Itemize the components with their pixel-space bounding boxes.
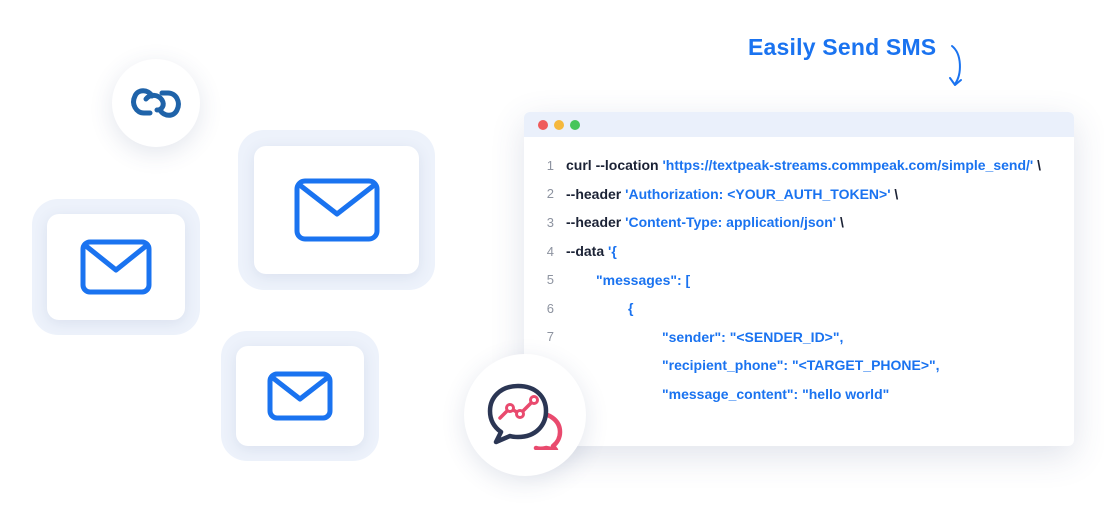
code-content: "messages": [ [566, 272, 690, 288]
line-number: 5 [546, 272, 554, 288]
line-number: 4 [546, 243, 554, 259]
code-line: 5 "messages": [ [524, 265, 1074, 294]
code-content: --header 'Content-Type: application/json… [566, 214, 844, 230]
code-line: 8"recipient_phone": "<TARGET_PHONE>", [524, 351, 1074, 380]
headline: Easily Send SMS [748, 34, 937, 60]
line-number: 3 [546, 214, 554, 230]
code-string: "message_content": "hello world" [662, 386, 890, 403]
curved-arrow-icon [949, 45, 962, 86]
code-content: curl --location 'https://textpeak-stream… [566, 157, 1041, 173]
window-maximize-dot [570, 119, 580, 130]
envelope-card-top [238, 130, 435, 290]
chain-link-icon [131, 88, 181, 118]
line-number: 1 [546, 157, 554, 173]
code-content: "message_content": "hello world" [566, 386, 889, 402]
chat-analytics-icon [487, 383, 563, 450]
line-number: 6 [546, 300, 554, 316]
code-content: { [566, 300, 633, 316]
code-string: 'Authorization: <YOUR_AUTH_TOKEN>' [625, 185, 891, 202]
line-number: 2 [546, 186, 554, 202]
code-line: 6{ [524, 294, 1074, 323]
code-keyword: \ [890, 185, 899, 202]
code-keyword: \ [836, 214, 844, 231]
window-close-dot [538, 119, 548, 130]
code-line: 4 --data '{ [524, 237, 1074, 266]
envelope-card-bottom [221, 331, 379, 461]
code-line: 7 "sender": "<SENDER_ID>", [524, 323, 1074, 352]
code-content: --data '{ [566, 243, 617, 259]
envelope-icon [267, 371, 333, 421]
code-keyword: --header [566, 214, 626, 231]
link-badge [112, 59, 200, 147]
envelope-card-left [32, 199, 200, 335]
window-minimize-dot [554, 119, 564, 130]
envelope-icon [80, 239, 152, 295]
code-string: 'Content-Type: application/json' [625, 214, 837, 231]
code-string: { [628, 300, 634, 317]
code-string: '{ [608, 243, 617, 260]
code-string: 'https://textpeak-streams.commpeak.com/s… [662, 157, 1034, 174]
code-line: 1 curl --location 'https://textpeak-strea… [524, 151, 1074, 180]
code-editor: 1 curl --location 'https://textpeak-strea… [524, 112, 1074, 446]
code-content: "recipient_phone": "<TARGET_PHONE>", [566, 357, 940, 373]
code-keyword: --data [566, 243, 608, 260]
code-content: --header 'Authorization: <YOUR_AUTH_TOKE… [566, 186, 898, 202]
editor-titlebar [524, 112, 1074, 137]
code-string: "recipient_phone": "<TARGET_PHONE>", [662, 357, 940, 374]
code-line: "message_content": "hello world" [524, 380, 1074, 409]
line-number: 7 [546, 329, 554, 345]
code-string: "sender": "<SENDER_ID>", [662, 328, 844, 345]
code-line: 3 --header 'Content-Type: application/jso… [524, 208, 1074, 237]
code-content: "sender": "<SENDER_ID>", [566, 329, 843, 345]
code-line: 2 --header 'Authorization: <YOUR_AUTH_TOK… [524, 180, 1074, 209]
analytics-badge [464, 354, 586, 476]
code-keyword: --header [566, 185, 626, 202]
code-keyword: \ [1033, 157, 1042, 174]
code-string: "messages": [ [596, 271, 691, 288]
code-body: 1 curl --location 'https://textpeak-strea… [524, 137, 1074, 408]
envelope-icon [294, 178, 379, 242]
code-keyword: curl --location [566, 157, 663, 174]
